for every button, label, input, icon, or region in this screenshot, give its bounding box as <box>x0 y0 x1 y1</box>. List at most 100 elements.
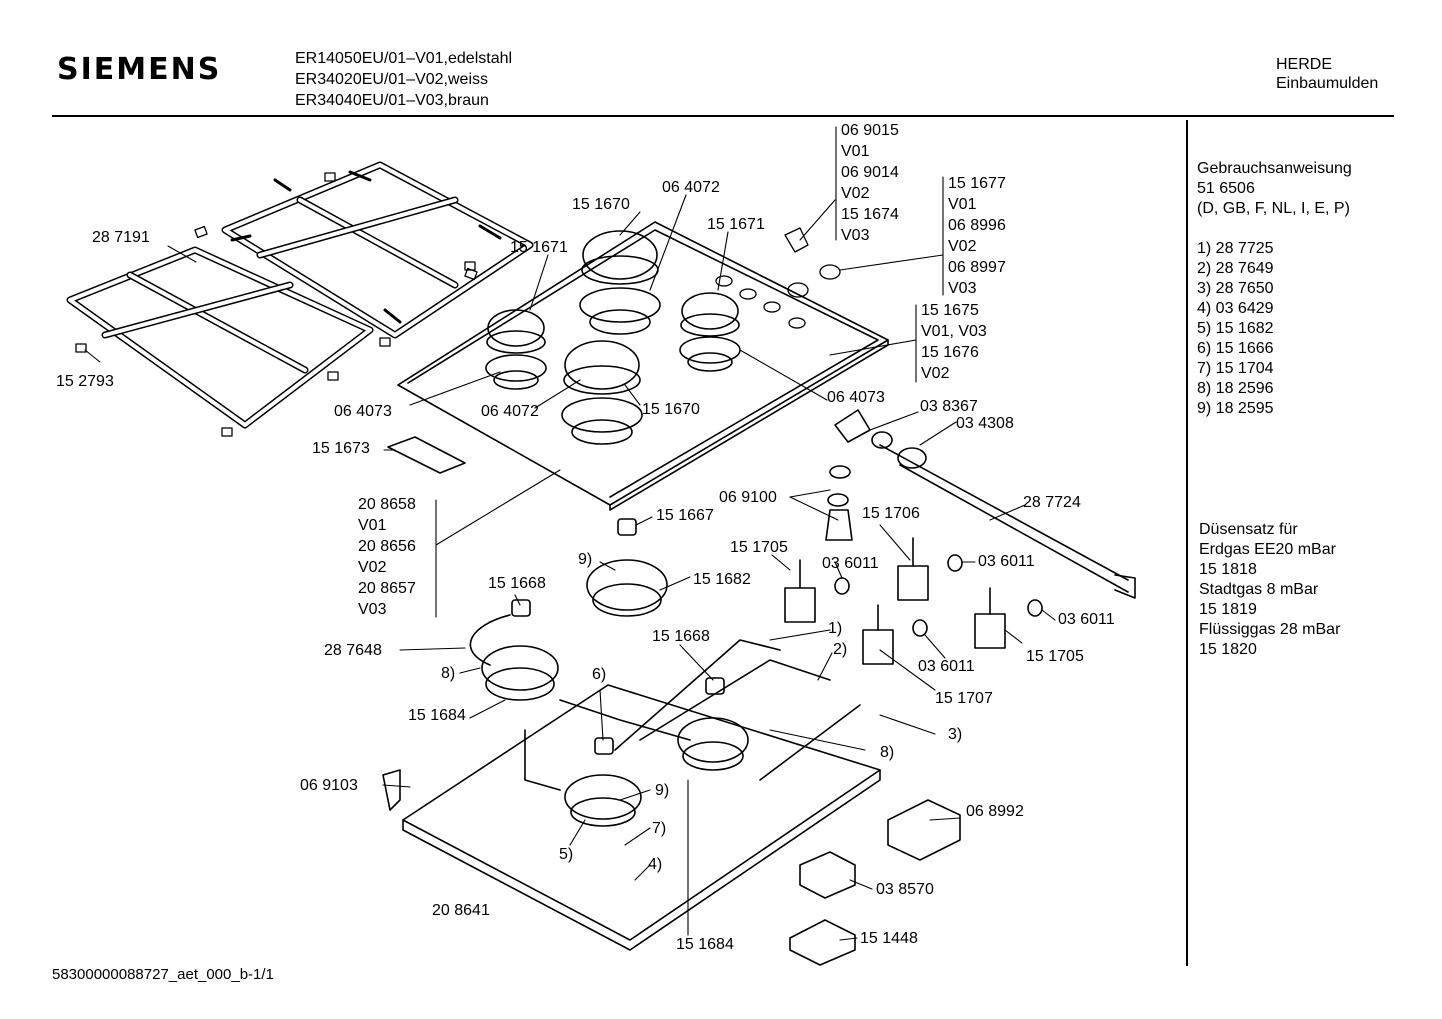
part-label: 15 1667 <box>656 507 714 524</box>
nozzle-item: Stadtgas 8 mBar <box>1199 581 1319 598</box>
brand-logo: SIEMENS <box>57 52 222 87</box>
gas-valves <box>784 537 1043 665</box>
part-label: 15 1682 <box>693 571 751 588</box>
ref-label: 7) <box>652 820 667 837</box>
part-label: 15 1668 <box>488 575 546 592</box>
part-label: 15 1684 <box>408 707 466 724</box>
variant-code: V03 <box>948 280 977 297</box>
ref-item: 9) 18 2595 <box>1197 400 1274 417</box>
nozzle-item: 15 1819 <box>1199 601 1257 618</box>
part-number: 15 1674 <box>841 206 899 223</box>
part-label: 06 8992 <box>966 803 1024 820</box>
part-label: 20 8641 <box>432 902 490 919</box>
part-label: 15 1448 <box>860 930 918 947</box>
part-label: 06 4072 <box>481 403 539 420</box>
part-number: 15 1676 <box>921 344 979 361</box>
nozzle-info: Düsensatz für Erdgas EE20 mBar 15 1818 S… <box>1199 520 1340 660</box>
variant-code: V03 <box>358 601 387 618</box>
document-id: 58300000088727_aet_000_b-1/1 <box>52 966 274 983</box>
ref-item: 8) 18 2596 <box>1197 380 1274 397</box>
part-label: 15 1707 <box>935 690 993 707</box>
ref-item: 3) 28 7650 <box>1197 280 1274 297</box>
part-label: 06 4073 <box>334 403 392 420</box>
header-divider <box>52 115 1394 117</box>
part-number: 06 9015 <box>841 122 899 139</box>
variant-code: V02 <box>948 238 977 255</box>
part-number: 15 1675 <box>921 302 979 319</box>
part-label: 15 1684 <box>676 936 734 953</box>
burner-bases <box>481 518 749 827</box>
ref-label: 5) <box>559 846 574 863</box>
part-number: 06 8997 <box>948 259 1006 276</box>
nozzle-item: 15 1820 <box>1199 641 1257 658</box>
manual-number: 51 6506 <box>1197 180 1255 197</box>
part-label: 06 4072 <box>662 179 720 196</box>
cooktop-plate <box>397 221 889 511</box>
part-label: 03 6011 <box>918 658 975 675</box>
variant-code: V01 <box>358 517 387 534</box>
ref-item: 5) 15 1682 <box>1197 320 1274 337</box>
part-label: 03 8367 <box>920 398 978 415</box>
variant-code: V02 <box>841 185 870 202</box>
label-stack-trim: 15 1677 V01 06 8996 V02 06 8997 V03 <box>948 173 1006 299</box>
manual-languages: (D, GB, F, NL, I, E, P) <box>1197 200 1350 217</box>
gas-pipe <box>825 409 1136 599</box>
ref-label: 8) <box>880 744 895 761</box>
category-line: Einbaumulden <box>1276 75 1379 92</box>
part-label: 15 1671 <box>707 216 765 233</box>
variant-code: V01 <box>841 143 870 160</box>
ref-item: 1) 28 7725 <box>1197 240 1274 257</box>
electrics <box>382 769 961 966</box>
variant-code: V02 <box>358 559 387 576</box>
part-label: 06 9103 <box>300 777 358 794</box>
ref-item: 4) 03 6429 <box>1197 300 1274 317</box>
part-label: 03 8570 <box>876 881 934 898</box>
part-label: 15 1705 <box>730 539 788 556</box>
ref-item: 2) 28 7649 <box>1197 260 1274 277</box>
ref-label: 8) <box>441 665 456 682</box>
variant-code: V02 <box>921 365 950 382</box>
ref-item: 6) 15 1666 <box>1197 340 1274 357</box>
part-number: 06 9014 <box>841 164 899 181</box>
base-tray <box>402 684 881 951</box>
part-number: 15 1677 <box>948 175 1006 192</box>
variant-code: V03 <box>841 227 870 244</box>
knob-holes <box>715 227 841 329</box>
part-label: 15 1670 <box>572 196 630 213</box>
nozzle-item: 15 1818 <box>1199 561 1257 578</box>
model-line: ER34020EU/01–V02,weiss <box>295 71 489 88</box>
part-label: 03 4308 <box>956 415 1014 432</box>
category: HERDE Einbaumulden <box>1276 55 1378 93</box>
manual-title: Gebrauchsanweisung <box>1197 160 1352 177</box>
label-stack-ring: 15 1675 V01, V03 15 1676 V02 <box>921 300 987 384</box>
rubber-feet <box>75 172 478 437</box>
gas-tubes <box>469 614 861 791</box>
part-label: 28 7191 <box>92 229 150 246</box>
part-label: 15 2793 <box>56 373 114 390</box>
part-label: 06 9100 <box>719 489 777 506</box>
nozzle-title: Düsensatz für <box>1199 521 1298 538</box>
part-number: 06 8996 <box>948 217 1006 234</box>
part-label: 15 1671 <box>510 239 568 256</box>
ref-label: 1) <box>828 620 843 637</box>
ref-label: 9) <box>578 551 593 568</box>
grate-right <box>221 161 534 339</box>
ref-label: 4) <box>648 856 663 873</box>
label-stack-cooktop: 20 8658 V01 20 8656 V02 20 8657 V03 <box>358 494 416 620</box>
ref-label: 2) <box>833 641 848 658</box>
part-label: 15 1673 <box>312 440 370 457</box>
ref-label: 3) <box>948 726 963 743</box>
part-label: 03 6011 <box>978 553 1035 570</box>
part-label: 28 7648 <box>324 642 382 659</box>
variant-code: V01, V03 <box>921 323 987 340</box>
category-line: HERDE <box>1276 56 1333 73</box>
variant-code: V01 <box>948 196 977 213</box>
grate-left <box>66 246 374 429</box>
part-label: 15 1706 <box>862 505 920 522</box>
nozzle-item: Flüssiggas 28 mBar <box>1199 621 1341 638</box>
part-label: 03 6011 <box>822 555 879 572</box>
ref-label: 9) <box>655 782 670 799</box>
nozzle-title: Erdgas EE20 mBar <box>1199 541 1336 558</box>
ref-item: 7) 15 1704 <box>1197 360 1274 377</box>
